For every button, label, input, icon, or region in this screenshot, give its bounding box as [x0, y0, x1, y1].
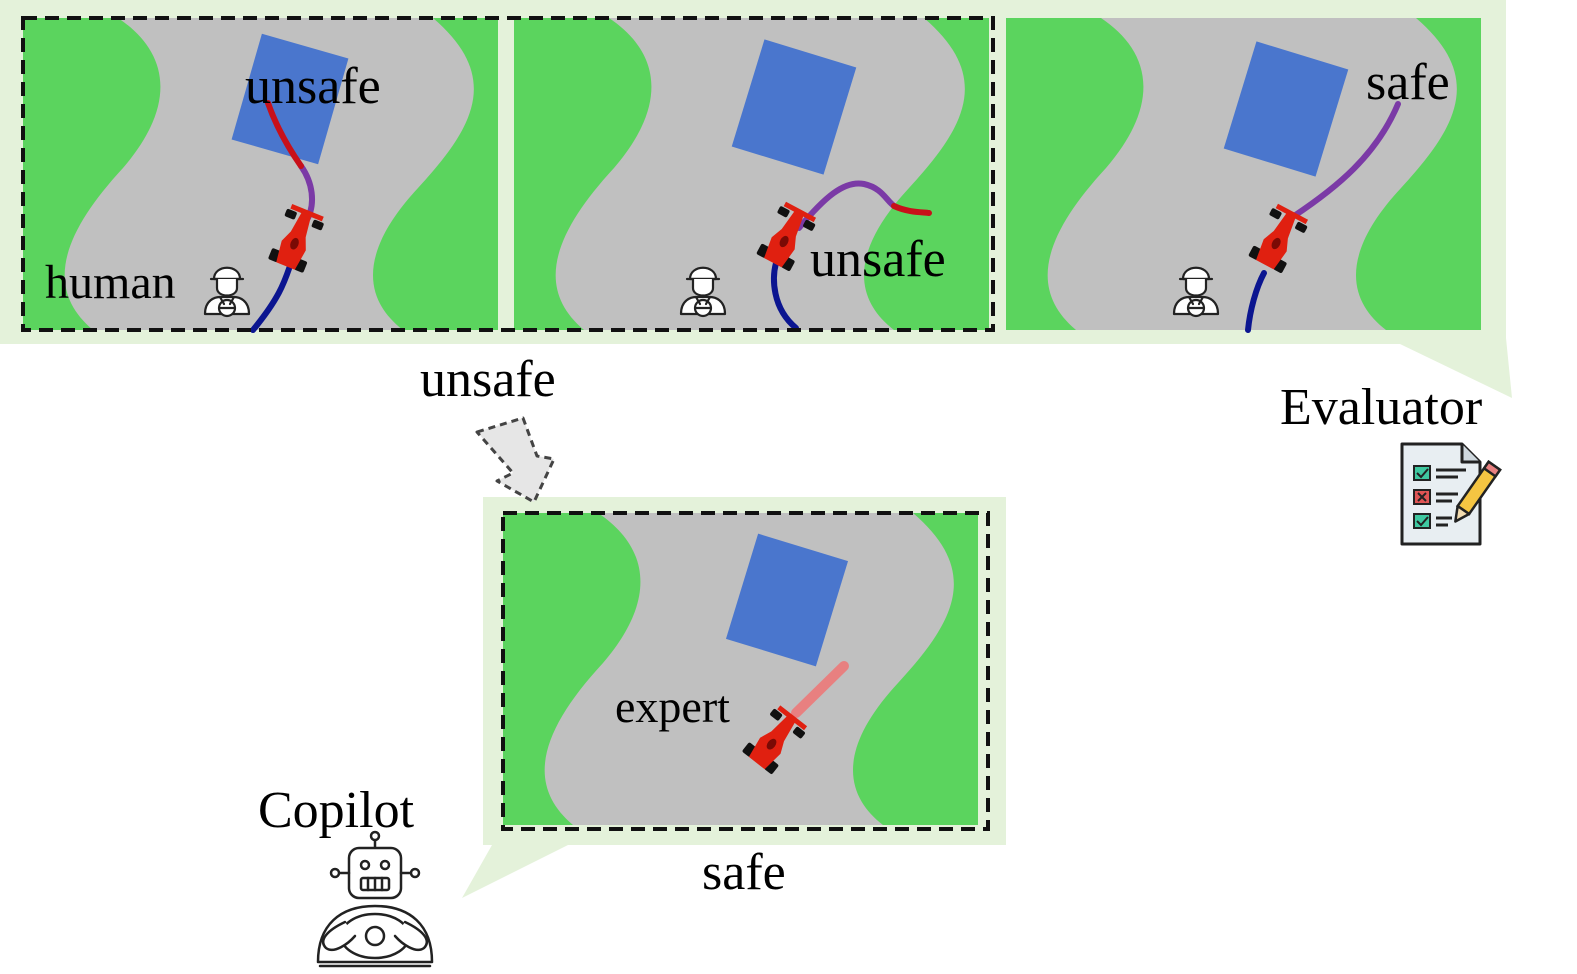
robot-driver-icon [316, 830, 434, 968]
safe-path [1291, 101, 1401, 219]
scenario-panel-1 [23, 18, 498, 333]
panel2-unsafe-label: unsafe [810, 231, 946, 288]
unsafe-path [891, 203, 932, 216]
expert-label: expert [615, 681, 730, 732]
human-path [771, 260, 799, 331]
expert-path [791, 661, 849, 718]
panel1-human-label: human [45, 256, 176, 309]
intervention-arrow [475, 416, 556, 504]
obstacle [1223, 41, 1349, 177]
human-path [1245, 270, 1267, 333]
bottom-safe-label: safe [702, 844, 786, 901]
panel3-safe-label: safe [1366, 54, 1450, 111]
obstacle [231, 33, 349, 165]
expert-panel [503, 513, 978, 825]
human-path [250, 260, 294, 333]
arrow-unsafe-label: unsafe [420, 351, 556, 408]
expert-frame [501, 511, 990, 831]
scenario-panel-2 [514, 18, 989, 331]
evaluator-label: Evaluator [1280, 379, 1482, 436]
scenario-panel-3 [1006, 18, 1481, 333]
panel1-unsafe-label: unsafe [245, 58, 381, 115]
copilot-label: Copilot [258, 782, 415, 839]
checklist-icon [1400, 442, 1502, 546]
obstacle [731, 39, 857, 175]
unsafe-path [265, 100, 304, 169]
blended-path [796, 180, 897, 231]
obstacle [725, 533, 849, 667]
